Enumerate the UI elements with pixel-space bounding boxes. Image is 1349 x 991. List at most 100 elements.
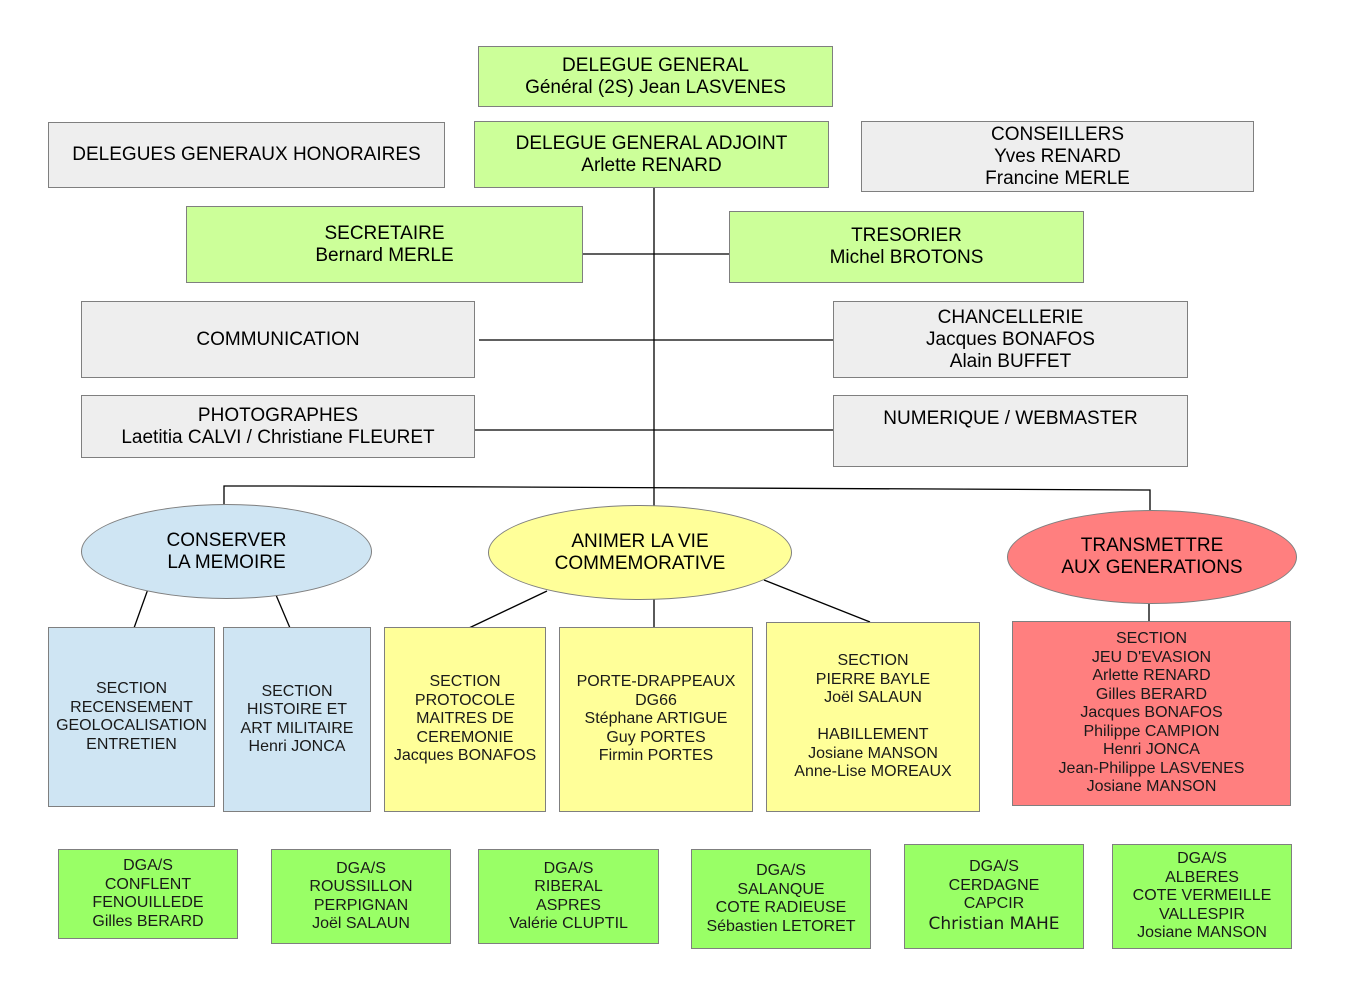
- section-line: JEU D'EVASION: [1091, 648, 1212, 666]
- delegue-general-box: DELEGUE GENERAL Général (2S) Jean LASVEN…: [478, 46, 833, 107]
- delegue-general-title: DELEGUE GENERAL: [562, 54, 749, 76]
- connector-memoire-2: [275, 594, 291, 629]
- section-line: Joël SALAUN: [824, 689, 922, 707]
- dgas-line: Sébastien LETORET: [706, 917, 856, 935]
- dgas-line: COTE VERMEILLE: [1132, 887, 1272, 905]
- dgas-line: COTE RADIEUSE: [715, 899, 847, 916]
- mission-label: LA MEMOIRE: [167, 551, 286, 573]
- dgas-line: DGA/S: [543, 859, 594, 877]
- chancellerie-box: CHANCELLERIE Jacques BONAFOS Alain BUFFE…: [833, 301, 1188, 378]
- dgas-line: SALANQUE: [737, 880, 825, 898]
- section-line: Anne-Lise MOREAUX: [794, 763, 952, 781]
- chancellerie-name: Jacques BONAFOS: [926, 328, 1095, 350]
- section-line: CEREMONIE: [416, 728, 514, 746]
- dgas-line: FENOUILLEDE: [92, 894, 204, 911]
- section-line: Henri JONCA: [1103, 741, 1200, 759]
- secretaire-box: SECRETAIRE Bernard MERLE: [186, 206, 583, 283]
- conseiller-name: Francine MERLE: [985, 167, 1130, 189]
- section-recensement: SECTION RECENSEMENT GEOLOCALISATION ENTR…: [48, 627, 215, 807]
- dgas-line: ALBERES: [1165, 868, 1239, 886]
- section-line: Jacques BONAFOS: [393, 747, 537, 765]
- section-line: Jacques BONAFOS: [1080, 704, 1223, 722]
- mission-label: COMMEMORATIVE: [554, 552, 726, 574]
- section-line: ART MILITAIRE: [240, 719, 354, 737]
- dgas-line: DGA/S: [336, 859, 386, 877]
- section-line: ENTRETIEN: [86, 735, 177, 753]
- mission-label: TRANSMETTRE: [1080, 535, 1224, 556]
- mission-label: ANIMER LA VIE: [571, 530, 709, 552]
- delegue-general-adjoint-name: Arlette RENARD: [581, 154, 722, 176]
- dgas-line: Joël SALAUN: [312, 915, 410, 932]
- mission-conserver-memoire: CONSERVER LA MEMOIRE: [81, 504, 372, 599]
- photographes-names: Laetitia CALVI / Christiane FLEURET: [121, 426, 435, 448]
- section-line: SECTION: [837, 652, 909, 670]
- mission-label: CONSERVER: [166, 529, 287, 551]
- chancellerie-name: Alain BUFFET: [949, 350, 1072, 372]
- dgas-line: Gilles BERARD: [92, 912, 204, 930]
- delegue-general-name: Général (2S) Jean LASVENES: [525, 76, 786, 98]
- dgas-line: Josiane MANSON: [1137, 924, 1267, 942]
- connector-anim-3: [763, 579, 871, 623]
- section-line: SECTION: [429, 673, 501, 691]
- section-line: GEOLOCALISATION: [56, 717, 207, 734]
- mission-label: AUX GENERATIONS: [1061, 557, 1243, 578]
- numerique-title: NUMERIQUE / WEBMASTER: [883, 408, 1138, 429]
- communication-box: COMMUNICATION: [81, 301, 475, 378]
- section-protocole: SECTION PROTOCOLE MAITRES DE CEREMONIE J…: [384, 627, 546, 812]
- dgas-roussillon: DGA/S ROUSSILLON PERPIGNAN Joël SALAUN: [271, 849, 451, 944]
- tresorier-name: Michel BROTONS: [829, 247, 984, 268]
- section-jeu-evasion: SECTION JEU D'EVASION Arlette RENARD Gil…: [1012, 621, 1291, 806]
- dgas-salanque: DGA/S SALANQUE COTE RADIEUSE Sébastien L…: [691, 849, 871, 949]
- dgas-cerdagne: DGA/S CERDAGNE CAPCIR Christian MAHE: [904, 844, 1084, 949]
- secretaire-title: SECRETAIRE: [324, 222, 445, 244]
- section-porte-drapeaux: PORTE-DRAPPEAUX DG66 Stéphane ARTIGUE Gu…: [559, 627, 753, 812]
- section-line: Philippe CAMPION: [1083, 722, 1220, 740]
- conseiller-name: Yves RENARD: [994, 145, 1121, 167]
- section-line: Stéphane ARTIGUE: [584, 710, 728, 728]
- section-line: MAITRES DE: [416, 710, 514, 728]
- section-pierre-bayle-habillement: SECTION PIERRE BAYLE Joël SALAUN HABILLE…: [766, 622, 980, 812]
- photographes-box: PHOTOGRAPHES Laetitia CALVI / Christiane…: [81, 395, 475, 458]
- dgas-line: DGA/S: [1177, 850, 1227, 868]
- delegue-general-adjoint-box: DELEGUE GENERAL ADJOINT Arlette RENARD: [474, 121, 829, 188]
- conseillers-box: CONSEILLERS Yves RENARD Francine MERLE: [861, 121, 1254, 192]
- section-line: RECENSEMENT: [70, 698, 193, 716]
- section-line: Jean-Philippe LASVENES: [1058, 759, 1245, 777]
- section-line: SECTION: [95, 680, 168, 697]
- connector-anim-1: [468, 590, 548, 629]
- mission-transmettre-generations: TRANSMETTRE AUX GENERATIONS: [1007, 510, 1297, 604]
- section-line: Guy PORTES: [606, 728, 706, 746]
- conseillers-title: CONSEILLERS: [990, 123, 1125, 145]
- delegues-honoraires-title: DELEGUES GENERAUX HONORAIRES: [72, 144, 421, 165]
- section-line: PORTE-DRAPPEAUX: [576, 673, 736, 691]
- dgas-line: VALLESPIR: [1159, 905, 1245, 923]
- dgas-line: RIBERAL: [534, 878, 603, 895]
- dgas-line: ROUSSILLON: [309, 878, 413, 895]
- dgas-line: ASPRES: [536, 896, 601, 914]
- section-line: PROTOCOLE: [414, 691, 516, 709]
- section-line: Gilles BERARD: [1095, 685, 1208, 703]
- delegues-honoraires-box: DELEGUES GENERAUX HONORAIRES: [48, 122, 445, 188]
- dgas-line: CONFLENT: [104, 875, 192, 893]
- section-line: HISTOIRE ET: [246, 701, 348, 718]
- section-line: DG66: [635, 691, 677, 709]
- communication-title: COMMUNICATION: [196, 328, 360, 350]
- chancellerie-title: CHANCELLERIE: [937, 306, 1084, 328]
- section-line: SECTION: [261, 682, 333, 700]
- section-line: PIERRE BAYLE: [815, 670, 931, 688]
- dgas-line: DGA/S: [756, 862, 806, 879]
- dgas-line: CERDAGNE: [948, 876, 1040, 894]
- tresorier-title: TRESORIER: [851, 225, 962, 246]
- mission-animer-vie-commemorative: ANIMER LA VIE COMMEMORATIVE: [488, 505, 792, 600]
- section-line: Josiane MANSON: [808, 744, 938, 762]
- dgas-riberal: DGA/S RIBERAL ASPRES Valérie CLUPTIL: [478, 849, 659, 944]
- section-line: Firmin PORTES: [598, 747, 714, 765]
- dgas-alberes: DGA/S ALBERES COTE VERMEILLE VALLESPIR J…: [1112, 844, 1292, 949]
- dgas-line: Valérie CLUPTIL: [509, 915, 628, 932]
- numerique-box: NUMERIQUE / WEBMASTER: [833, 395, 1188, 467]
- section-line: Henri JONCA: [248, 738, 346, 755]
- section-line: HABILLEMENT: [817, 726, 929, 744]
- dgas-line: DGA/S: [123, 857, 173, 874]
- section-line: Arlette RENARD: [1092, 667, 1211, 685]
- section-line: Josiane MANSON: [1086, 778, 1217, 796]
